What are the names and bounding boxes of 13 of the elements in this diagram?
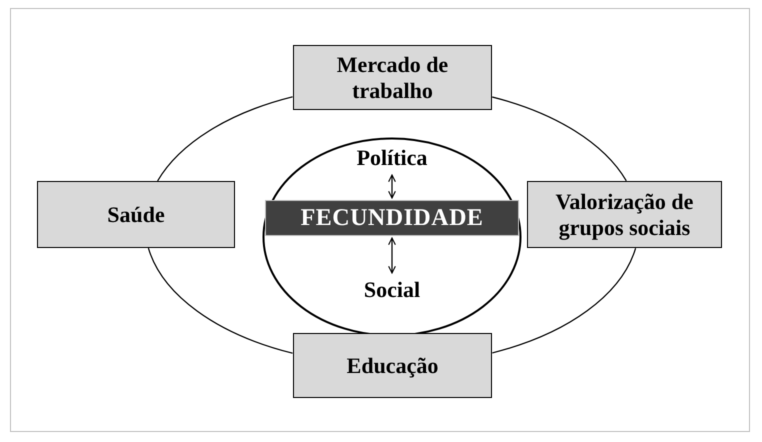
- connector-arc: [148, 248, 293, 354]
- label-text: Política: [322, 143, 462, 173]
- double-arrow: [388, 174, 396, 199]
- connector-arc: [492, 248, 636, 354]
- label-text: Social: [322, 275, 462, 305]
- title-banner: FECUNDIDADE: [265, 200, 519, 236]
- double-arrow: [388, 237, 396, 274]
- topic-box: Saúde: [37, 181, 235, 248]
- topic-box: Mercado de trabalho: [293, 45, 492, 110]
- topic-box: Educação: [293, 333, 492, 398]
- connector-arc: [492, 96, 627, 182]
- topic-box: Valorização de grupos sociais: [527, 181, 722, 248]
- connector-arc: [157, 96, 293, 182]
